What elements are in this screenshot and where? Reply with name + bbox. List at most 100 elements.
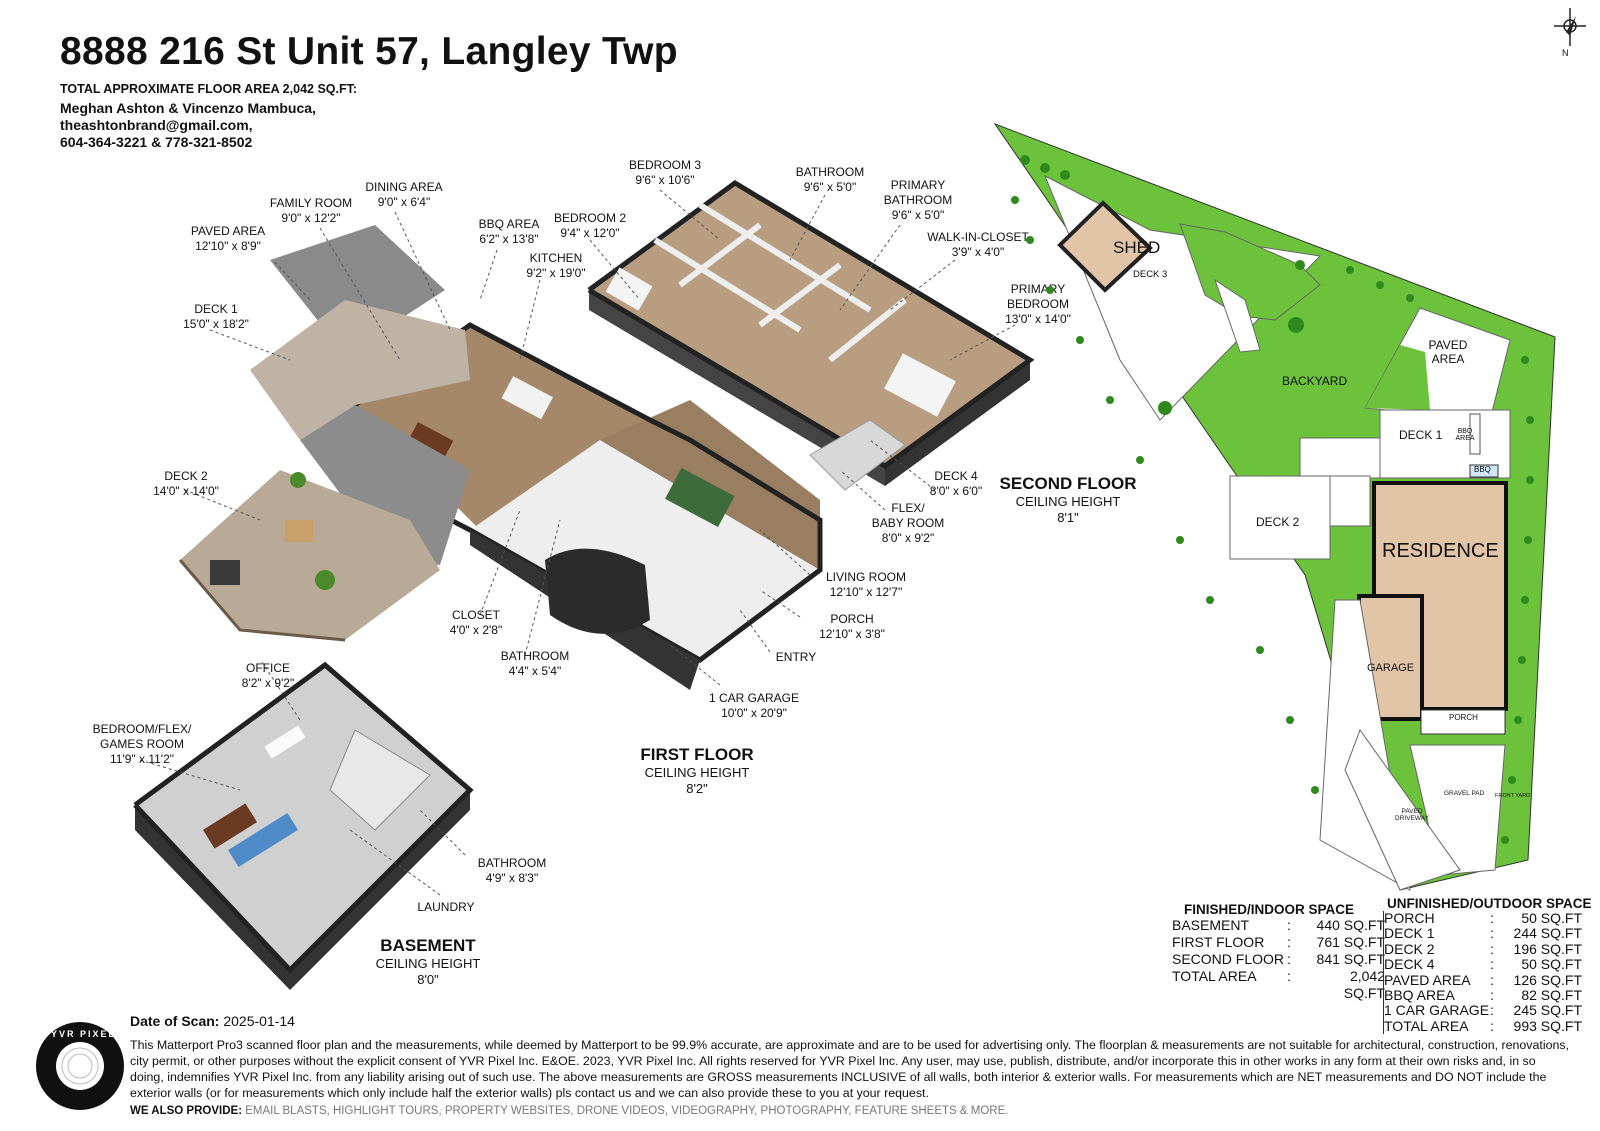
unfinished-row: DECK 4: 50 SQ.FT — [1384, 956, 1592, 973]
disclaimer-text: This Matterport Pro3 scanned floor plan … — [130, 1038, 1570, 1100]
area-row-label: TOTAL AREA — [1384, 1017, 1469, 1034]
area-row-value: 440 SQ.FT — [1316, 917, 1385, 933]
area-row-label: BASEMENT — [1172, 917, 1250, 933]
unfinished-row: BBQ AREA: 82 SQ.FT — [1384, 986, 1592, 1003]
site-deck2-label: DECK 2 — [1256, 515, 1300, 529]
area-row-label: 1 CAR GARAGE — [1384, 1002, 1490, 1019]
unfinished-row: PORCH: 50 SQ.FT — [1384, 910, 1592, 926]
logo-text: YVR PIXEL — [51, 1029, 117, 1039]
agent-names: Meghan Ashton & Vincenzo Mambuca, — [60, 100, 316, 116]
area-row-colon: : — [1490, 910, 1494, 926]
site-front-yard-label: FRONT YARD — [1495, 793, 1531, 799]
area-row-label: PAVED AREA — [1384, 971, 1471, 988]
area-row-label: DECK 4 — [1384, 956, 1435, 973]
basement-model — [133, 661, 474, 990]
couch-icon — [228, 812, 298, 868]
unfinished-row: DECK 1: 244 SQ.FT — [1384, 925, 1592, 942]
area-row-colon: : — [1490, 925, 1494, 942]
agent-email: theashtonbrand@gmail.com, — [60, 117, 253, 133]
area-row-label: DECK 2 — [1384, 940, 1435, 957]
area-row-label: SECOND FLOOR — [1172, 951, 1285, 967]
area-row-label: DECK 1 — [1384, 925, 1435, 942]
site-deck1-label: DECK 1 — [1399, 428, 1443, 442]
finished-space-table: FINISHED/INDOOR SPACE BASEMENT:440 SQ.FT… — [1172, 902, 1385, 1001]
area-row-colon: : — [1490, 986, 1494, 1003]
site-porch-label: PORCH — [1449, 713, 1478, 722]
area-row-value: 244 SQ.FT — [1513, 925, 1582, 942]
area-row-label: FIRST FLOOR — [1172, 934, 1265, 950]
entry-label: ENTRY — [775, 650, 817, 664]
laundry-label: LAUNDRY — [417, 900, 475, 914]
area-row-value: 841 SQ.FT — [1316, 951, 1385, 967]
area-row-colon: : — [1287, 951, 1291, 967]
compass-north-label: N — [1562, 48, 1569, 58]
area-row-value: 82 SQ.FT — [1521, 986, 1582, 1003]
area-row-colon: : — [1490, 1002, 1494, 1019]
also-provide: WE ALSO PROVIDE: EMAIL BLASTS, HIGHLIGHT… — [130, 1105, 1009, 1117]
area-row-label: PORCH — [1384, 910, 1435, 926]
sofa-icon — [665, 467, 735, 527]
site-bbq-label: BBQ — [1474, 465, 1491, 474]
area-row-value: 126 SQ.FT — [1513, 971, 1582, 988]
area-row-value: 761 SQ.FT — [1316, 934, 1385, 950]
unfinished-row: 1 CAR GARAGE: 245 SQ.FT — [1384, 1002, 1592, 1019]
agent-phone: 604-364-3221 & 778-321-8502 — [60, 134, 253, 150]
area-row-colon: : — [1490, 956, 1494, 973]
site-garage-label: GARAGE — [1367, 662, 1415, 674]
area-row-label: BBQ AREA — [1384, 986, 1455, 1003]
area-row-colon: : — [1287, 934, 1291, 950]
finished-row: TOTAL AREA: 2,042 SQ.FT — [1172, 968, 1385, 1001]
unfinished-row: TOTAL AREA: 993 SQ.FT — [1384, 1017, 1592, 1034]
car-icon — [545, 548, 650, 634]
yvr-pixel-logo — [36, 1022, 124, 1110]
area-row-colon: : — [1287, 968, 1291, 984]
area-row-colon: : — [1490, 940, 1494, 957]
unfinished-row: PAVED AREA:126 SQ.FT — [1384, 971, 1592, 988]
date-of-scan: Date of Scan: 2025-01-14 — [130, 1013, 295, 1029]
area-row-value: 245 SQ.FT — [1513, 1002, 1582, 1019]
unfinished-row: DECK 2:196 SQ.FT — [1384, 940, 1592, 957]
finished-row: BASEMENT:440 SQ.FT — [1172, 917, 1385, 934]
unfinished-space-title: UNFINISHED/OUTDOOR SPACE — [1387, 896, 1592, 911]
first-floor-model — [352, 322, 823, 690]
site-shed-label: SHED — [1113, 238, 1161, 257]
finished-row: SECOND FLOOR: 841 SQ.FT — [1172, 951, 1385, 968]
area-row-colon: : — [1490, 1017, 1494, 1034]
area-row-value: 993 SQ.FT — [1513, 1017, 1582, 1034]
area-row-value: 50 SQ.FT — [1521, 956, 1582, 973]
area-row-value: 50 SQ.FT — [1521, 910, 1582, 926]
area-row-value: 2,042 SQ.FT — [1343, 968, 1385, 1001]
area-row-label: TOTAL AREA — [1172, 968, 1257, 984]
compass-icon — [1554, 8, 1586, 46]
total-floor-area: TOTAL APPROXIMATE FLOOR AREA 2,042 SQ.FT… — [60, 82, 358, 96]
page-title: 8888 216 St Unit 57, Langley Twp — [60, 30, 678, 73]
leader-lines — [139, 189, 1016, 896]
